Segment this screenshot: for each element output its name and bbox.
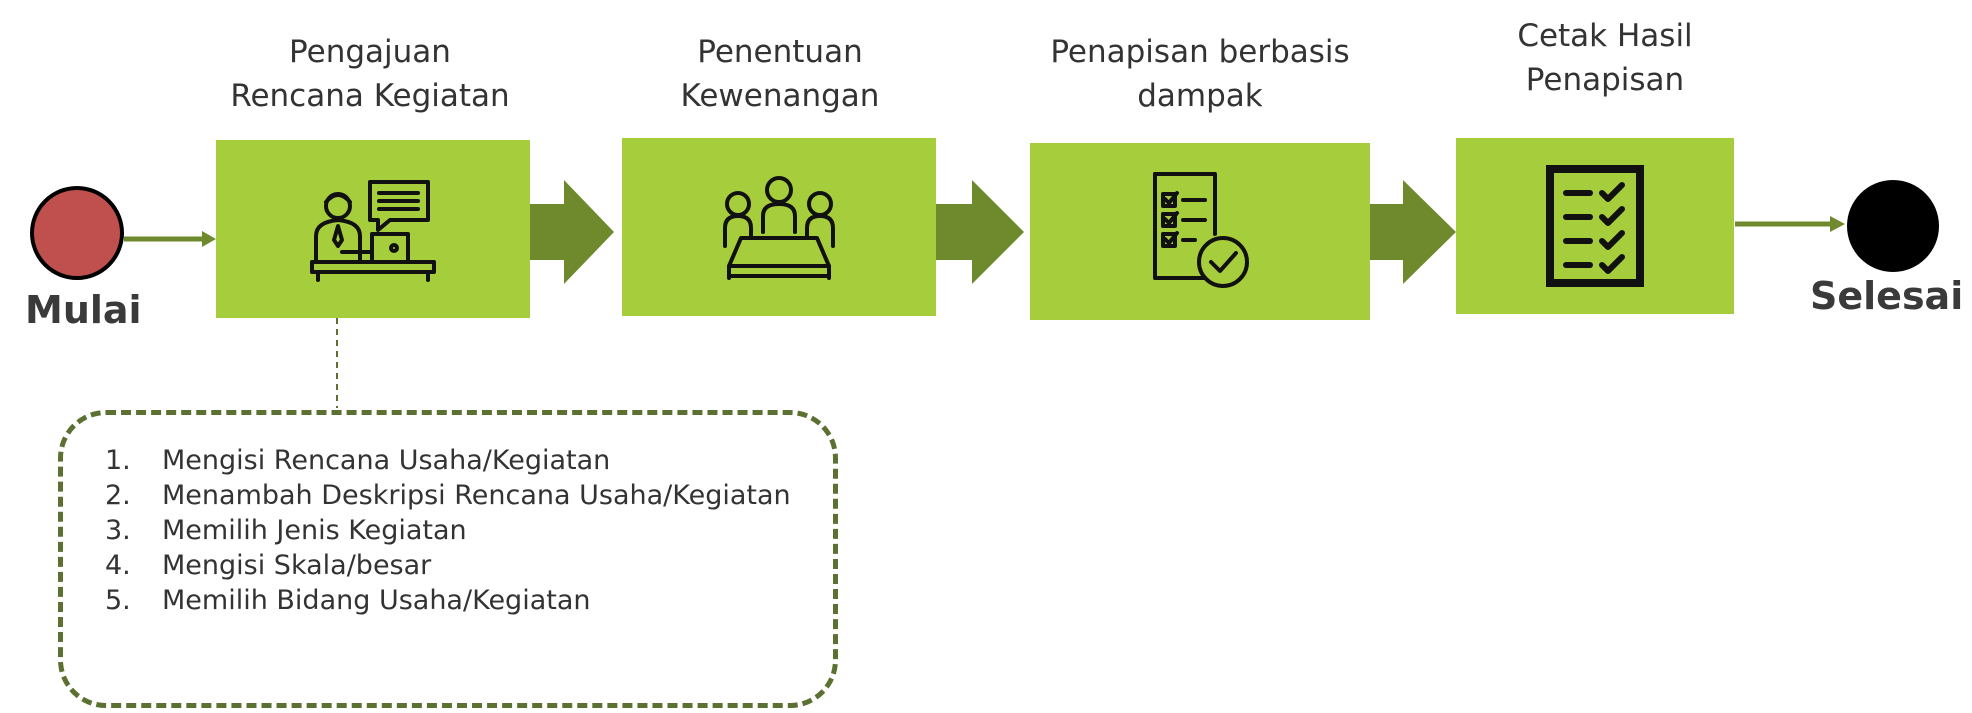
list-item-number: 1. — [105, 445, 131, 476]
start-label: Mulai — [25, 288, 142, 332]
list-item-number: 2. — [105, 480, 131, 511]
list-item: 1. Mengisi Rencana Usaha/Kegiatan — [105, 443, 791, 478]
meeting-table-icon — [723, 176, 835, 280]
step-3-title-line-2: dampak — [1137, 78, 1263, 114]
list-item-number: 4. — [105, 550, 131, 581]
list-item: 5. Memilih Bidang Usaha/Kegiatan — [105, 583, 791, 618]
step-4-title: Cetak Hasil Penapisan — [1445, 14, 1765, 102]
list-item: 2. Menambah Deskripsi Rencana Usaha/Kegia… — [105, 478, 791, 513]
checklist-clipboard-icon — [1546, 165, 1644, 287]
step-1-box — [216, 140, 530, 318]
step-2-title-line-1: Penentuan — [697, 34, 863, 70]
list-item: 3. Memilih Jenis Kegiatan — [105, 513, 791, 548]
list-item-text: Memilih Bidang Usaha/Kegiatan — [162, 585, 591, 616]
step-1-title-line-2: Rencana Kegiatan — [230, 78, 510, 114]
step-4-title-line-2: Penapisan — [1525, 62, 1685, 98]
step-3-title-line-1: Penapisan berbasis — [1050, 34, 1350, 70]
checklist-document-icon — [1153, 171, 1249, 288]
end-label: Selesai — [1810, 274, 1964, 318]
block-arrow-3 — [1365, 180, 1456, 284]
block-arrow-2 — [935, 180, 1024, 284]
list-item-text: Menambah Deskripsi Rencana Usaha/Kegiata… — [162, 480, 791, 511]
start-connector-arrow — [124, 231, 216, 247]
step-2-title: Penentuan Kewenangan — [620, 30, 940, 118]
list-item-text: Mengisi Rencana Usaha/Kegiatan — [162, 445, 611, 476]
step-2-title-line-2: Kewenangan — [680, 78, 880, 114]
step-2-box — [622, 138, 936, 316]
start-node — [30, 186, 124, 280]
list-item: 4. Mengisi Skala/besar — [105, 548, 791, 583]
list-item-number: 5. — [105, 585, 131, 616]
step-3-box — [1030, 143, 1370, 320]
step-3-title: Penapisan berbasis dampak — [1030, 30, 1370, 118]
list-item-number: 3. — [105, 515, 131, 546]
end-node — [1847, 180, 1939, 272]
list-item-text: Memilih Jenis Kegiatan — [162, 515, 467, 546]
details-box — [58, 410, 838, 708]
block-arrow-1 — [530, 180, 614, 284]
step-4-title-line-1: Cetak Hasil — [1517, 18, 1693, 54]
step-4-box — [1456, 138, 1734, 314]
end-connector-arrow — [1735, 216, 1845, 232]
step-1-title: Pengajuan Rencana Kegiatan — [200, 30, 540, 118]
step-1-title-line-1: Pengajuan — [289, 34, 451, 70]
person-at-laptop-icon — [310, 180, 436, 282]
list-item-text: Mengisi Skala/besar — [162, 550, 432, 581]
details-list: 1. Mengisi Rencana Usaha/Kegiatan 2. Menam… — [105, 443, 791, 618]
